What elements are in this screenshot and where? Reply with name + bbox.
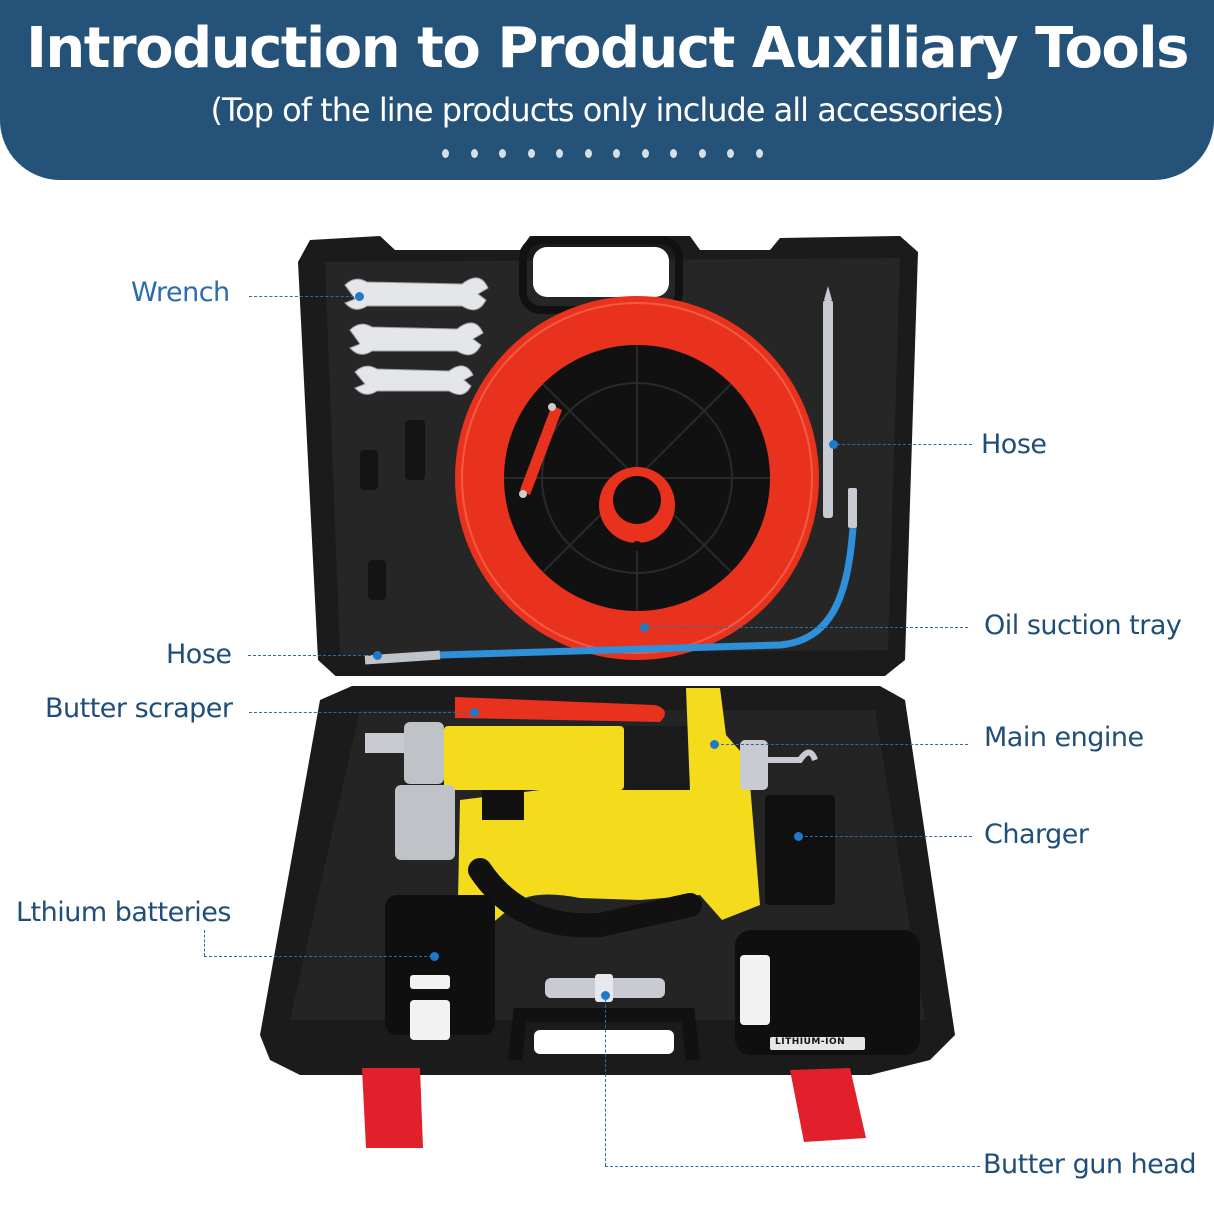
callout-wrench: Wrench — [131, 277, 230, 308]
dot — [499, 149, 506, 158]
leader-line — [716, 744, 968, 745]
dot — [442, 149, 449, 158]
dot — [584, 149, 592, 158]
decorative-dots — [442, 149, 763, 158]
callout-pin — [601, 991, 610, 1000]
callout-oil-suction-tray: Oil suction tray — [984, 610, 1182, 641]
callout-pin — [710, 740, 719, 749]
callout-hose-right: Hose — [981, 429, 1047, 460]
callout-pin — [794, 832, 803, 841]
leader-line — [248, 655, 376, 656]
callout-charger: Charger — [984, 819, 1089, 850]
dot — [470, 149, 478, 158]
callout-main-engine: Main engine — [984, 722, 1144, 753]
dot — [755, 149, 763, 158]
callout-butter-gun-head: Butter gun head — [983, 1149, 1196, 1180]
leader-line — [204, 930, 205, 956]
leader-line — [249, 296, 359, 297]
dot — [727, 149, 734, 158]
page-title: Introduction to Product Auxiliary Tools — [26, 16, 1189, 81]
callout-pin — [373, 651, 382, 660]
leader-line — [249, 712, 471, 713]
page-subtitle: (Top of the line products only include a… — [210, 91, 1004, 129]
callout-pin — [829, 440, 838, 449]
callout-pin — [640, 623, 649, 632]
dot — [698, 149, 706, 158]
dot — [641, 149, 649, 158]
leader-line — [204, 956, 432, 957]
callout-butter-scraper: Butter scraper — [45, 693, 233, 724]
leader-line — [605, 995, 606, 1166]
callout-pin — [430, 952, 439, 961]
leader-line — [800, 836, 972, 837]
battery-brand-label: LITHIUM-ION — [775, 1037, 846, 1047]
callout-hose-left: Hose — [166, 639, 232, 670]
leader-line — [645, 627, 968, 628]
leader-line — [605, 1166, 980, 1167]
callout-pin — [470, 708, 479, 717]
dot — [613, 149, 620, 158]
leader-line — [832, 444, 972, 445]
dot — [527, 149, 535, 158]
dot — [556, 149, 563, 158]
dot — [670, 149, 677, 158]
header-banner: Introduction to Product Auxiliary Tools … — [0, 0, 1214, 180]
callout-pin — [355, 292, 364, 301]
callout-lithium-batteries: Lthium batteries — [16, 897, 232, 928]
